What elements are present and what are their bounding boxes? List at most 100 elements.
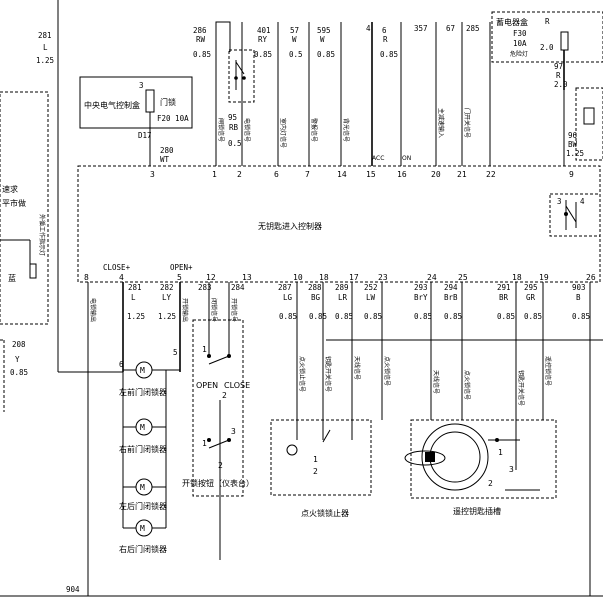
svg-text:0.85: 0.85 xyxy=(254,50,272,59)
top-wire-labels: 286 RW 0.85 401 RY 0.85 57 W 0.5 595 W 0… xyxy=(193,24,480,59)
svg-text:281: 281 xyxy=(128,283,142,292)
svg-text:F20 10A: F20 10A xyxy=(157,114,189,123)
svg-text:平市做: 平市做 xyxy=(2,198,26,208)
svg-text:2: 2 xyxy=(222,391,227,400)
controller-bottom-pin: 25 xyxy=(458,273,468,282)
controller-top-pins: 3 1 2 6 7 14 15 16 20 21 22 9 xyxy=(150,170,574,179)
svg-text:1.25: 1.25 xyxy=(158,312,176,321)
controller-pin-3: 3 xyxy=(150,170,155,179)
svg-text:蓝: 蓝 xyxy=(8,273,16,283)
svg-text:280: 280 xyxy=(160,146,174,155)
svg-text:W: W xyxy=(292,35,297,44)
svg-text:开锁按钮（仪表台）: 开锁按钮（仪表台） xyxy=(182,478,254,488)
controller-bottom-pin: 12 xyxy=(206,273,216,282)
controller-bottom-pin: 18 xyxy=(319,273,329,282)
motor-bus xyxy=(122,370,167,529)
svg-text:开锁信号: 开锁信号 xyxy=(230,298,238,322)
controller-top-pin: 16 xyxy=(397,170,407,179)
svg-text:2.0: 2.0 xyxy=(540,43,554,52)
svg-text:0.85: 0.85 xyxy=(572,312,590,321)
svg-text:BW: BW xyxy=(568,140,578,149)
svg-text:天线信号: 天线信号 xyxy=(432,370,440,394)
svg-text:10A: 10A xyxy=(513,39,527,48)
motor-right-front: M 右前门闭锁器 xyxy=(119,418,167,454)
svg-text:R: R xyxy=(556,71,561,80)
right-relay-mid: 3 4 xyxy=(549,193,601,237)
svg-text:0.85: 0.85 xyxy=(317,50,335,59)
controller-pin-9: 9 xyxy=(569,170,574,179)
controller-top-pin: 22 xyxy=(486,170,496,179)
svg-text:4: 4 xyxy=(366,24,371,33)
svg-text:OPEN: OPEN xyxy=(196,381,218,390)
top-relay xyxy=(215,21,255,103)
svg-text:0.85: 0.85 xyxy=(364,312,382,321)
svg-text:1: 1 xyxy=(202,345,207,354)
svg-text:0.85: 0.85 xyxy=(279,312,297,321)
svg-text:开锁输出: 开锁输出 xyxy=(181,298,189,322)
svg-text:282: 282 xyxy=(160,283,174,292)
svg-text:0.85: 0.85 xyxy=(10,368,28,377)
controller-top-pin: 1 xyxy=(212,170,217,179)
svg-text:97: 97 xyxy=(554,62,563,71)
controller-top-pin: 15 xyxy=(366,170,376,179)
svg-text:右前门闭锁器: 右前门闭锁器 xyxy=(119,444,167,454)
svg-text:Y: Y xyxy=(15,355,20,364)
svg-text:0.85: 0.85 xyxy=(380,50,398,59)
bottom-wire-labels: 281 L 1.25 282 LY 1.25 283 284 287 LG 0.… xyxy=(127,283,590,321)
svg-text:401: 401 xyxy=(257,26,271,35)
svg-text:BrB: BrB xyxy=(444,293,458,302)
wire-95: 95 RB 0.5 xyxy=(228,113,242,148)
svg-text:0.85: 0.85 xyxy=(524,312,542,321)
controller-bottom-pin: 26 xyxy=(586,273,596,282)
svg-text:0.85: 0.85 xyxy=(193,50,211,59)
left-module: 速求 平市做 蓝 外循工作指示灯 xyxy=(0,91,49,325)
svg-text:281: 281 xyxy=(38,31,52,40)
motor-left-rear: M 左后门闭锁器 xyxy=(119,478,167,511)
svg-text:252: 252 xyxy=(364,283,378,292)
controller-box xyxy=(77,165,601,283)
svg-text:室内灯信号: 室内灯信号 xyxy=(279,118,287,148)
svg-text:外循工作指示灯: 外循工作指示灯 xyxy=(38,214,46,256)
wire-281-top: 281 L 1.25 xyxy=(36,0,59,372)
svg-text:57: 57 xyxy=(290,26,299,35)
svg-text:288: 288 xyxy=(308,283,322,292)
svg-text:RB: RB xyxy=(229,123,239,132)
svg-text:3: 3 xyxy=(509,465,514,474)
svg-text:95: 95 xyxy=(228,113,237,122)
svg-text:3: 3 xyxy=(139,81,144,90)
controller-top-pin: 7 xyxy=(305,170,310,179)
svg-text:电锁输出: 电锁输出 xyxy=(89,298,97,322)
svg-text:5: 5 xyxy=(173,348,178,357)
svg-text:右后门闭锁器: 右后门闭锁器 xyxy=(119,544,167,554)
svg-text:96: 96 xyxy=(568,131,578,140)
svg-text:蓄电器盒: 蓄电器盒 xyxy=(496,17,528,27)
svg-text:284: 284 xyxy=(231,283,245,292)
svg-text:钥匙开关信号: 钥匙开关信号 xyxy=(324,356,332,392)
svg-text:1: 1 xyxy=(202,439,207,448)
svg-text:B: B xyxy=(576,293,581,302)
svg-text:点火锁止信号: 点火锁止信号 xyxy=(298,356,306,392)
svg-text:289: 289 xyxy=(335,283,349,292)
svg-text:ACC: ACC xyxy=(372,155,384,162)
svg-text:903: 903 xyxy=(572,283,586,292)
svg-text:GR: GR xyxy=(526,293,536,302)
svg-text:M: M xyxy=(140,423,145,432)
close-plus-label: CLOSE+ xyxy=(103,263,131,272)
svg-text:危险灯: 危险灯 xyxy=(510,50,528,58)
svg-text:门锁: 门锁 xyxy=(160,97,176,107)
svg-text:1: 1 xyxy=(313,455,318,464)
svg-text:R: R xyxy=(383,35,388,44)
svg-text:357: 357 xyxy=(414,24,428,33)
svg-text:BG: BG xyxy=(311,293,321,302)
svg-text:天线信号: 天线信号 xyxy=(353,356,361,380)
svg-text:点火锁信号: 点火锁信号 xyxy=(383,356,391,386)
fuse-box-right: 蓄电器盒 F30 10A 危险灯 R 2.0 97 R 2.0 xyxy=(491,11,603,90)
svg-text:F30: F30 xyxy=(513,29,527,38)
svg-text:0.85: 0.85 xyxy=(497,312,515,321)
svg-text:283: 283 xyxy=(198,283,212,292)
svg-text:LW: LW xyxy=(366,293,376,302)
svg-text:293: 293 xyxy=(414,283,428,292)
svg-text:2.0: 2.0 xyxy=(554,80,568,89)
svg-text:遥控锁信号: 遥控锁信号 xyxy=(544,356,552,386)
svg-text:M: M xyxy=(140,483,145,492)
